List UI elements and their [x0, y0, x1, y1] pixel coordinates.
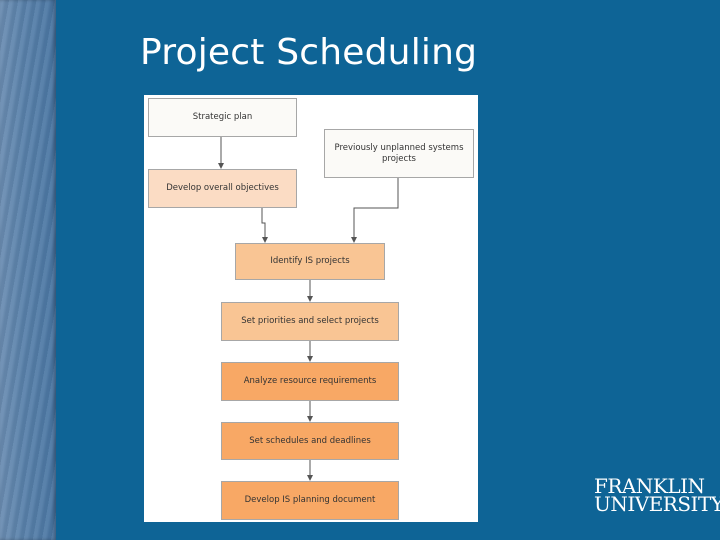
logo-line-university: UNIVERSITY	[594, 492, 720, 516]
logo-line-franklin: FRANKLIN	[594, 474, 705, 498]
box-identify-is-projects: Identify IS projects	[235, 243, 385, 280]
box-analyze-resource-requirements: Analyze resource requirements	[221, 362, 399, 401]
box-strategic-plan: Strategic plan	[148, 98, 297, 137]
box-set-schedules-deadlines: Set schedules and deadlines	[221, 422, 399, 460]
arrow-unplanned-to-identify	[351, 178, 399, 243]
decorative-side-strip	[0, 0, 56, 540]
arrow-objectives-to-identify	[261, 208, 268, 243]
franklin-university-logo: FRANKLIN UNIVERSITY	[594, 474, 720, 516]
flowchart-panel: Strategic plan Previously unplanned syst…	[144, 95, 478, 522]
slide-title: Project Scheduling	[140, 32, 478, 73]
box-develop-planning-document: Develop IS planning document	[221, 481, 399, 520]
box-previously-unplanned-projects: Previously unplanned systems projects	[324, 129, 474, 178]
box-set-priorities: Set priorities and select projects	[221, 302, 399, 341]
box-develop-overall-objectives: Develop overall objectives	[148, 169, 297, 208]
flowchart-connectors	[218, 137, 399, 481]
